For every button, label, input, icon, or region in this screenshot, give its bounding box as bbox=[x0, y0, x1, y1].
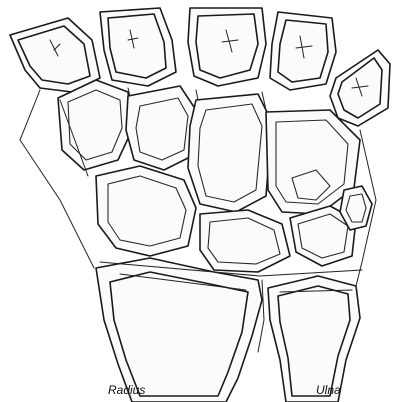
metacarpal-4 bbox=[270, 12, 336, 90]
capitate bbox=[188, 94, 272, 212]
metacarpal-5 bbox=[330, 50, 390, 126]
metacarpal-1 bbox=[10, 18, 100, 92]
trapezoid bbox=[126, 86, 196, 170]
metacarpal-2 bbox=[100, 8, 176, 86]
ulna-label: Ulna bbox=[316, 383, 341, 397]
lunate bbox=[200, 210, 290, 272]
scaphoid bbox=[96, 166, 196, 256]
radius-label: Radius bbox=[108, 383, 145, 397]
radius-bone bbox=[96, 258, 262, 402]
metacarpal-3 bbox=[188, 8, 266, 86]
ulna-bone bbox=[268, 276, 360, 402]
